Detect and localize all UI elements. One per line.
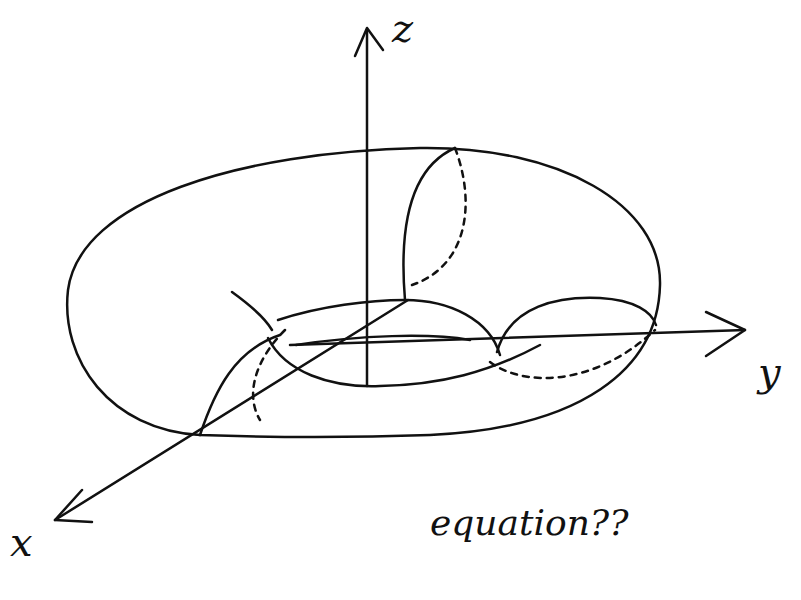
axis-label: z [392,8,413,48]
torus-hole-top [278,300,500,355]
cross-section [497,298,656,352]
x-axis [55,300,408,520]
axis-label: y [758,352,781,392]
torus-outline [67,148,660,437]
axis-label: x [10,522,33,562]
cross-section-hidden [412,148,466,285]
cross-section-hidden [253,330,285,420]
arrowhead [55,490,92,522]
note-text: equation?? [430,505,628,541]
arrowhead [355,28,383,56]
cross-section [403,148,455,300]
z-axis [366,30,369,386]
cross-section-arc [232,292,272,330]
arrowhead [706,312,745,356]
